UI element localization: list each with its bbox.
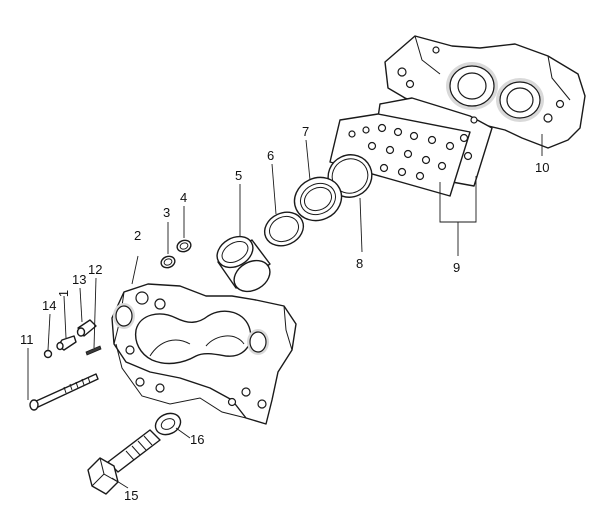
part-11-guide-bolt	[29, 373, 99, 411]
label-4: 4	[180, 190, 187, 205]
part-10-outer-caliper-half	[384, 35, 586, 149]
label-16: 16	[190, 432, 204, 447]
label-13: 13	[72, 272, 86, 287]
part-9-brake-pads	[329, 97, 493, 197]
part-1-bleeder-screw	[56, 335, 77, 351]
label-14: 14	[42, 298, 56, 313]
part-12-pin-clip	[85, 345, 102, 356]
part-15-mounting-bolt	[87, 429, 161, 495]
label-2: 2	[134, 228, 141, 243]
label-5: 5	[235, 168, 242, 183]
label-8: 8	[356, 256, 363, 271]
leader-lines	[27, 134, 543, 489]
label-12: 12	[88, 262, 102, 277]
part-4-o-ring	[176, 239, 192, 253]
part-13-fitting	[76, 319, 97, 337]
label-6: 6	[267, 148, 274, 163]
label-15: 15	[124, 488, 138, 503]
part-number-labels: 1 2 3 4 5 6 7 8 9 10 11 12 13 14 15 16	[20, 124, 549, 503]
part-2-inner-caliper-half	[111, 283, 297, 425]
part-5-piston	[216, 235, 271, 293]
part-14-dust-cap	[43, 349, 53, 359]
label-10: 10	[535, 160, 549, 175]
part-7-dust-boot	[293, 176, 343, 222]
label-1: 1	[56, 290, 71, 297]
label-3: 3	[163, 205, 170, 220]
part-6-retaining-ring	[263, 211, 305, 247]
label-11: 11	[20, 332, 34, 347]
label-7: 7	[302, 124, 309, 139]
part-3-o-ring	[160, 255, 176, 269]
part-16-washer	[154, 412, 182, 436]
label-9: 9	[453, 260, 460, 275]
